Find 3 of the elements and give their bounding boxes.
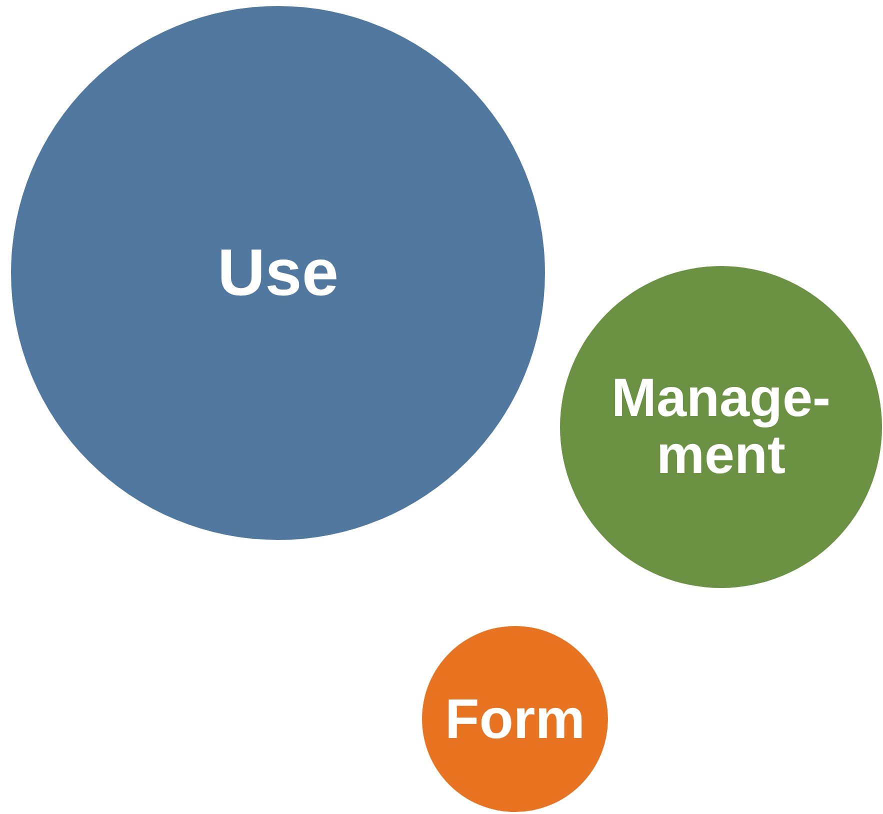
node-label: Use <box>217 238 339 308</box>
node-label: Form <box>445 690 585 748</box>
node-label: Manage- ment <box>610 370 832 484</box>
